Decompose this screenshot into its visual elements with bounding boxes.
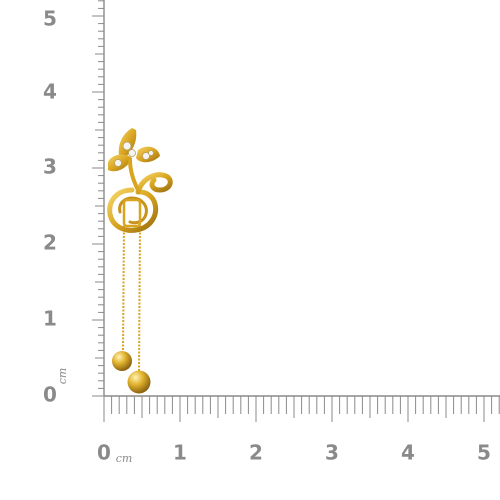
earring-stone-3: [114, 159, 122, 167]
x-label-5: 5: [477, 441, 491, 465]
horizontal-ruler-ticks: [103, 396, 500, 422]
y-label-2: 2: [43, 231, 57, 255]
y-label-3: 3: [43, 155, 57, 179]
x-label-4: 4: [401, 441, 415, 465]
x-label-1: 1: [173, 441, 187, 465]
earring-chain-right: [138, 221, 141, 373]
x-label-2: 2: [249, 441, 263, 465]
y-label-4: 4: [43, 80, 57, 104]
x-label-0: 0: [97, 441, 111, 465]
earring-stone-2: [128, 149, 136, 157]
earring-swirl: [135, 172, 173, 195]
earring-stone-1: [122, 141, 132, 151]
measurement-ruler: 5 4 3 2 1 0 cm 0 cm 1 2 3 4 5: [43, 0, 500, 465]
earring-stem: [128, 158, 140, 192]
x-label-3: 3: [325, 441, 339, 465]
earring-ring: [107, 187, 159, 233]
earring-stone-4: [142, 152, 150, 160]
x-unit-label: cm: [116, 452, 133, 465]
y-unit-label: cm: [56, 368, 69, 385]
y-label-5: 5: [43, 7, 57, 31]
earring-ball-left: [112, 351, 132, 371]
earring-stone-5: [148, 150, 154, 156]
vertical-ruler-ticks: [92, 0, 104, 397]
y-label-0: 0: [43, 383, 57, 407]
y-label-1: 1: [43, 307, 57, 331]
earring-chain-left: [122, 221, 125, 353]
gold-drop-earring: [107, 128, 173, 394]
earring-ball-right: [127, 370, 151, 394]
earring-bail: [122, 198, 142, 228]
